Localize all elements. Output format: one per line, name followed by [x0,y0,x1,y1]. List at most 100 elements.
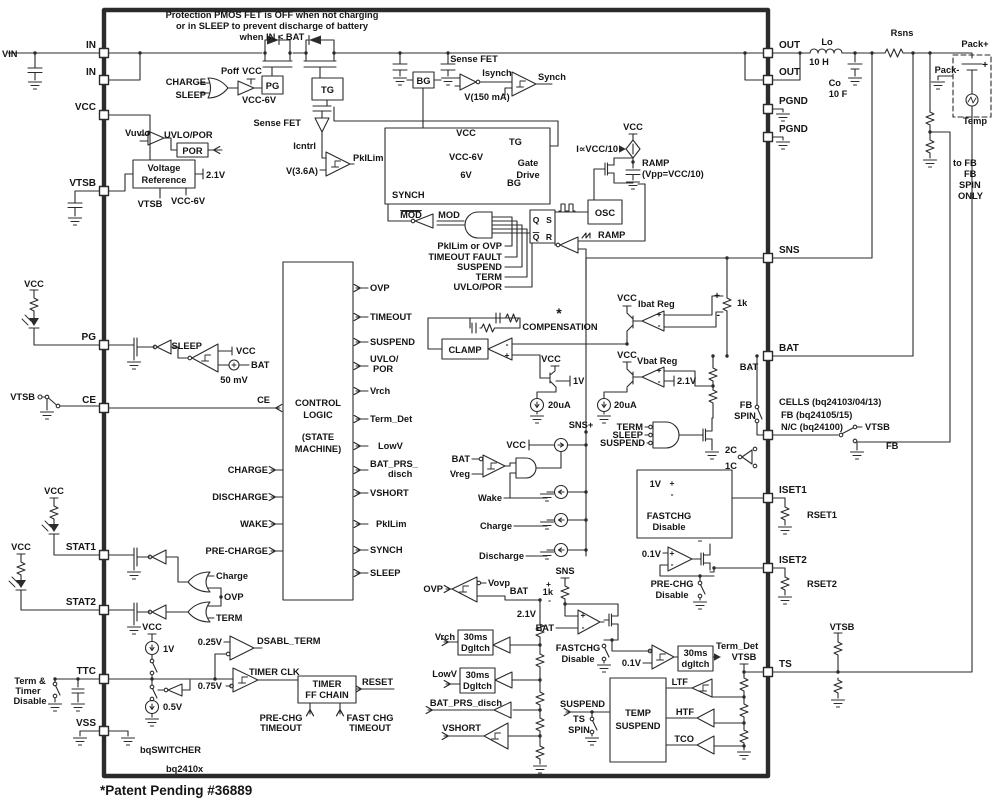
lowv-comparator [494,671,513,689]
temp-suspend-box [609,677,667,763]
label-ref-2v1: 2.1V [206,170,226,180]
current-source-20ua-1 [529,397,545,413]
label-pkilim-or-ovp: PkILim or OVP [437,241,502,251]
label-vcc-gd: VCC [456,128,476,138]
label-1c: 1C [725,461,737,471]
label-sig-vshort: VSHORT [370,488,409,498]
current-source-vcc [553,437,569,453]
label-2c: 2C [725,445,737,455]
gate-drive-box [384,127,551,205]
mod-inverter [414,213,434,229]
label-bq2410x: bq2410x [166,764,204,774]
pin-label-ce-5: CE [82,395,96,406]
stat2-inverter [151,604,167,620]
label-fastchg-dis-2: Disable [652,522,685,532]
pg-led-icon [29,318,39,326]
pin-VCC-left-2 [98,109,110,121]
deglitch-vrch-box-label-0: 30ms [464,632,488,642]
label-htf: HTF [676,707,694,717]
label-ovp-or: OVP [224,592,244,602]
pin-label-stat1-6: STAT1 [66,542,97,553]
bat-vreg-comparator [482,454,506,478]
label-i-vcc10: I∝VCC/10 [576,144,618,154]
pin-TS-right-9 [762,666,774,678]
deglitch-lowv-box-label-1: Dgltch [463,681,492,691]
deglitch-term-box-label-1: dgltch [682,659,710,669]
label-vcc-stat2: VCC [11,542,31,552]
label-vcc6v-ref: VCC-6V [171,196,206,206]
label-sig-uvlo: UVLO/ [370,354,399,364]
termination-detect [555,577,721,673]
label-sleep-nand: SLEEP [613,430,643,440]
ttc-buffer [167,683,183,697]
clamp-box [441,338,489,360]
label-synch-gd: SYNCH [392,190,425,200]
label-term-timer-2: Timer [15,686,41,696]
pin-label-vss-9: VSS [76,718,96,729]
label-prechg-dis-1: PRE-CHG [651,579,694,589]
label-prechg-dis-2: Disable [655,590,688,600]
vbat-reg-amp [641,366,665,388]
label-vcc-sleep: VCC [236,346,256,356]
label-0v25: 0.25V [198,637,223,647]
synch-comparator [511,71,537,97]
pin-label-vtsb-3: VTSB [69,178,96,189]
label-amp-minus: - [506,339,509,349]
label-iset2-plus: + [670,548,675,558]
pin-OUT-right-0 [762,47,774,59]
control-logic-box [282,261,354,601]
cell-select-inverter [741,449,753,465]
label-1k-top: 1k [737,298,748,308]
label-vtsb-ts: VTSB [732,652,757,662]
external-left-components [8,190,100,746]
label-1k-bot: 1k [543,587,554,597]
label-term-sig: TERM [476,272,503,282]
label-tofb-4: ONLY [958,191,984,201]
label-ts-spin-1: TS [573,714,585,724]
osc-box-label-0: OSC [595,208,615,218]
label-note-line-3: when IN < BAT [239,32,305,42]
label-vcc-clamp: VCC [541,354,561,364]
vrch-comparator [492,636,511,654]
label-6v-gd: 6V [460,170,472,180]
error-amp [487,337,513,361]
label-ibat-reg: Ibat Reg [638,299,675,309]
label-sig-synch: SYNCH [370,545,403,555]
label-v150ma: V(150 mA) [464,92,509,102]
pin-BAT-right-5 [762,350,774,362]
label-iset2-minus: - [671,559,674,569]
label-minus-1kb: - [548,595,551,605]
fastchg-outline-box [636,469,733,539]
label-bat-ovp: BAT [510,586,529,596]
resistor-rsns [882,48,906,58]
label-mod-bar: MOD [400,210,422,220]
label-sig-timeout: TIMEOUT [370,312,412,322]
label-fb-spin-2: SPIN [734,411,756,421]
deglitch-term-box [677,645,714,672]
label-tofb-3: SPIN [959,180,981,190]
pin-IN-left-0 [98,47,110,59]
external-output-network [7,48,992,673]
label-vovp: Vovp [488,578,510,588]
stat1-inverter [151,549,167,565]
label-poff: Poff [221,66,240,76]
label-vin: VIN [2,49,18,59]
label-batt-plus: + [982,60,988,71]
pin-PGND-right-3 [762,131,774,143]
pin-label-sns-4: SNS [779,245,800,256]
label-vbat-reg: Vbat Reg [637,356,678,366]
label-suspend-sig: SUSPEND [457,262,502,272]
mod-and-gate [464,211,493,239]
ttc-timer [106,633,395,746]
timer-ff-chain-box [297,675,357,704]
compensation-clamp [427,312,628,424]
bat-term-amp [577,609,601,635]
label-1v-ttc: 1V [163,644,175,654]
label-timer-clk: TIMER CLK [249,667,300,677]
pin-label-ts-9: TS [779,659,792,670]
label-20ua-2: 20uA [614,400,637,410]
current-source-discharge [553,542,569,558]
pin-label-bat-5: BAT [779,343,799,354]
current-source-0v5 [144,699,160,715]
